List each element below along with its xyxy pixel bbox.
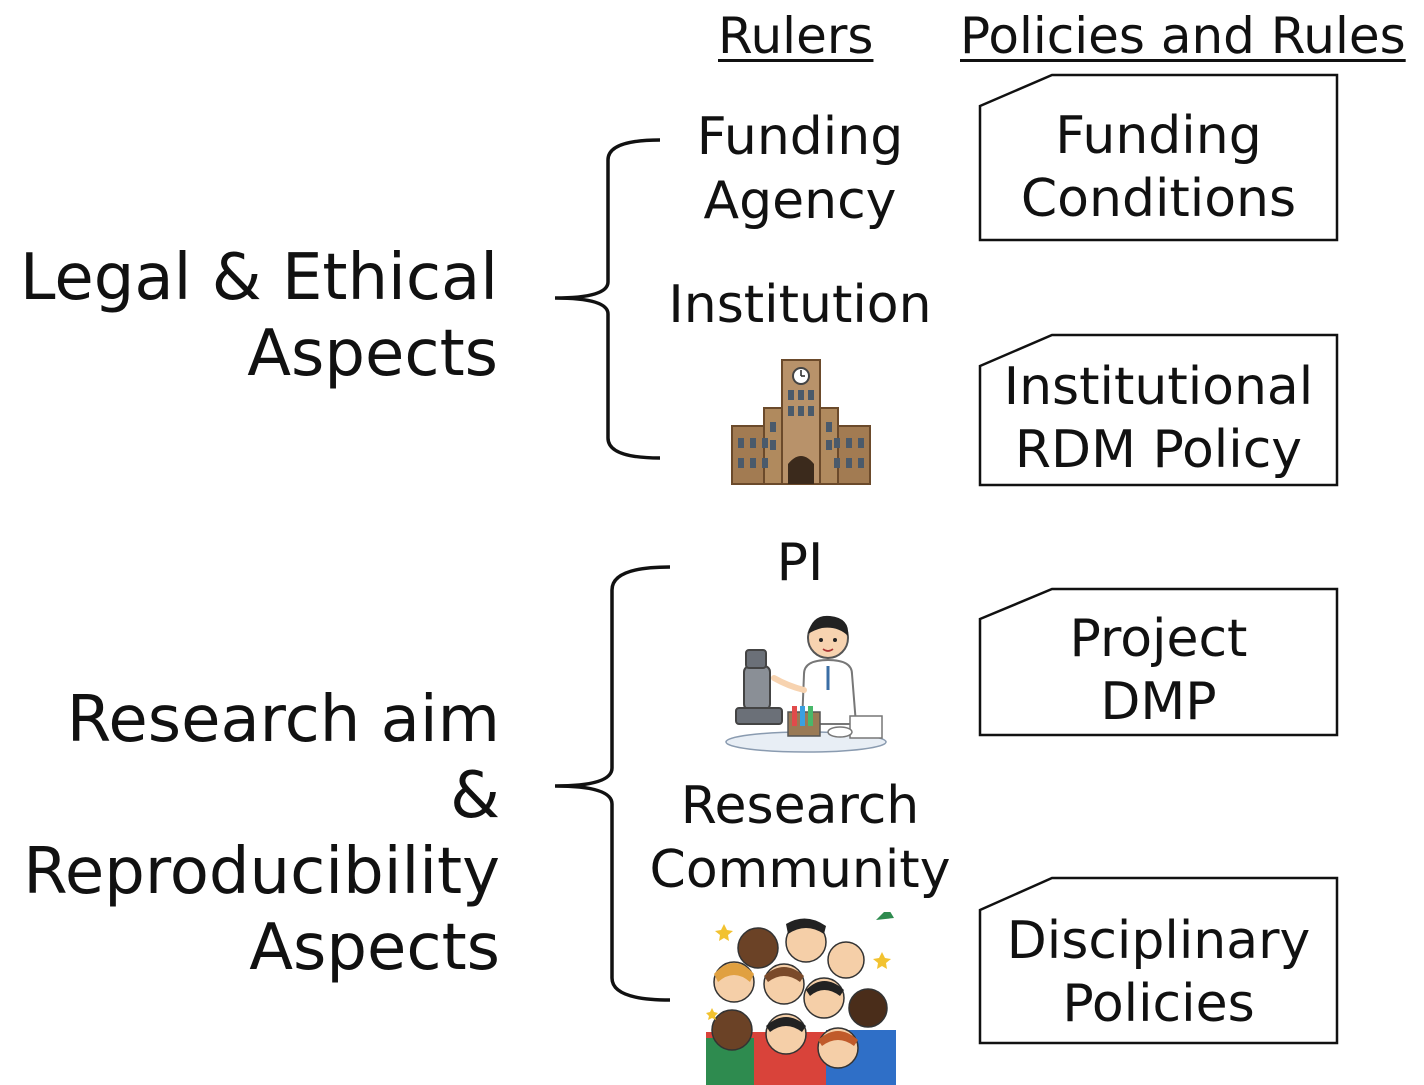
disciplinary-policies-text: Disciplinary Policies [980, 910, 1337, 1036]
funding-agency-label: Funding Agency [640, 105, 960, 233]
university-building-icon [731, 359, 871, 485]
policy-line: Funding [1055, 106, 1262, 166]
funding-conditions-text: Funding Conditions [980, 105, 1337, 231]
ruler-line: Funding [696, 107, 904, 167]
disciplinary-policies-box [978, 876, 1339, 1045]
policy-line: DMP [1100, 672, 1217, 732]
institutional-policy-box [978, 333, 1339, 487]
policy-line: Policies [1062, 974, 1255, 1034]
policies-header: Policies and Rules [960, 7, 1406, 65]
ruler-line: Institution [668, 275, 932, 335]
research-bracket [554, 565, 671, 1002]
policy-line: Conditions [1020, 169, 1297, 229]
rulers-header: Rulers [718, 7, 874, 65]
aspect-line: Reproducibility [23, 835, 500, 909]
institutional-policy-text: Institutional RDM Policy [980, 356, 1337, 482]
aspect-line: Research aim & [66, 683, 500, 833]
aspect-line: Aspects [249, 911, 500, 985]
legal-bracket [554, 138, 661, 460]
project-dmp-box [978, 587, 1339, 737]
aspect-line: Legal & Ethical [19, 241, 498, 315]
ruler-line: Community [649, 840, 951, 900]
policy-line: RDM Policy [1014, 420, 1303, 480]
scientist-with-microscope-icon [725, 615, 887, 753]
research-community-label: Research Community [640, 774, 960, 902]
policy-line: Institutional [1003, 357, 1314, 417]
ruler-line: PI [776, 533, 824, 593]
research-aim-aspects-label: Research aim & Reproducibility Aspects [0, 682, 500, 986]
project-dmp-text: Project DMP [980, 608, 1337, 734]
funding-conditions-box [978, 73, 1339, 242]
pi-label: PI [640, 531, 960, 595]
ruler-line: Agency [703, 171, 897, 231]
legal-ethical-aspects-label: Legal & Ethical Aspects [0, 240, 498, 392]
policy-line: Project [1069, 609, 1248, 669]
policy-line: Disciplinary [1006, 911, 1311, 971]
ruler-line: Research [680, 776, 920, 836]
crowd-of-people-icon [706, 912, 896, 1085]
aspect-line: Aspects [247, 317, 498, 391]
institution-label: Institution [640, 273, 960, 337]
